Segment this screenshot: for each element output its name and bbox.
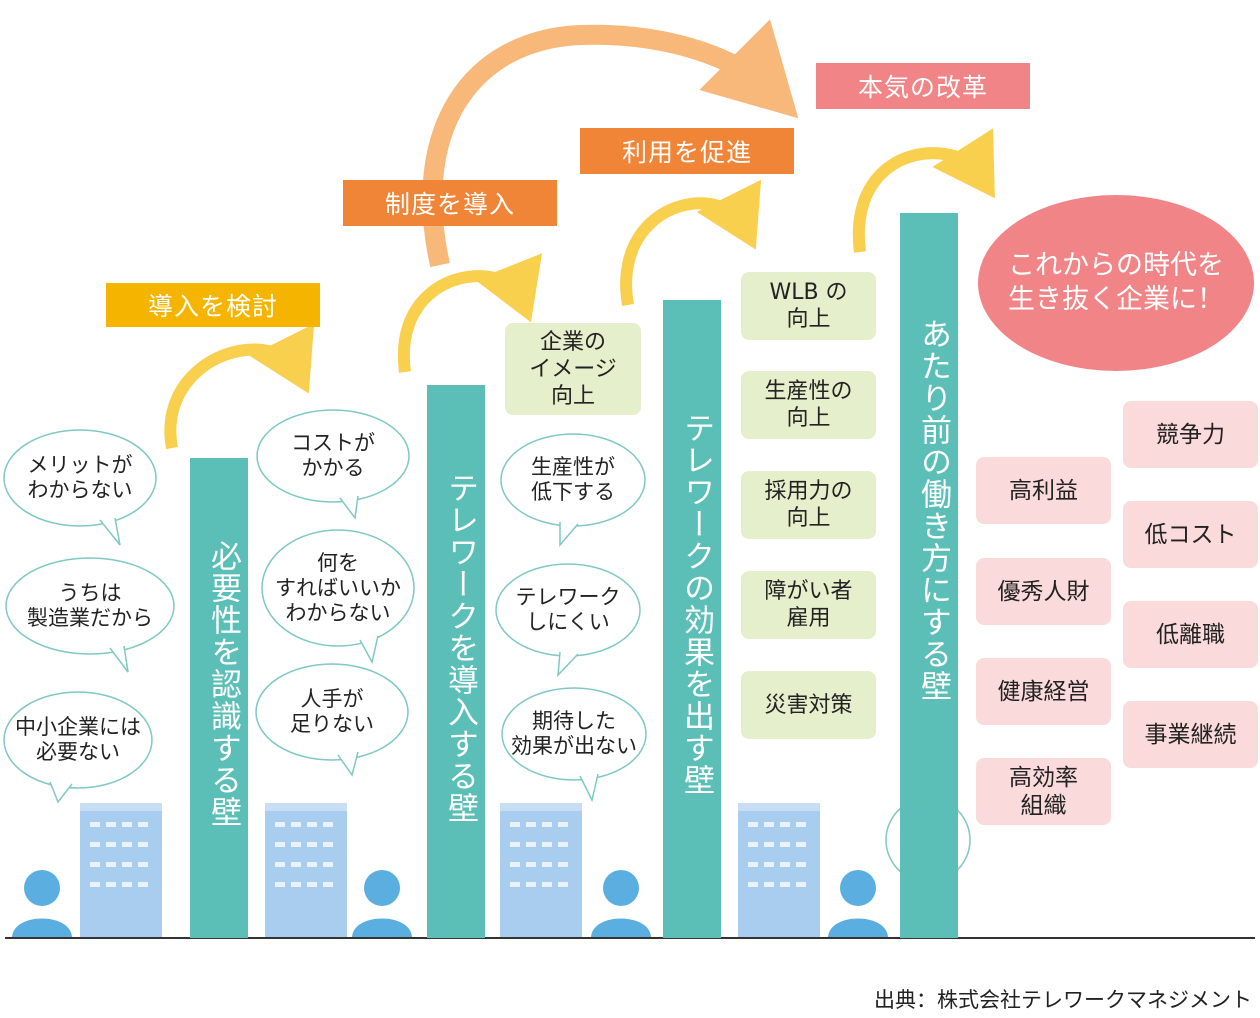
effect-box: 災害対策: [741, 671, 876, 739]
wall-label-2: テレワークを導入する壁: [442, 472, 478, 824]
bubble-text: 人手が 足りない: [290, 687, 374, 736]
effect-box: 企業の イメージ 向上: [505, 323, 641, 415]
yellow-arrow-1: [164, 323, 315, 450]
bubble-text: 期待した 効果が出ない: [511, 709, 637, 758]
benefit-box: 高利益: [976, 457, 1111, 524]
source-caption: 出典：株式会社テレワークマネジメント: [874, 988, 1252, 1012]
wall-label-3: テレワークの効果を出す壁: [678, 412, 714, 796]
bubble-text: コストが かかる: [291, 431, 375, 480]
bubble-text: テレワーク しにくい: [515, 585, 621, 634]
wall-bar-4: [900, 213, 958, 938]
wall-bar-1: [190, 458, 248, 938]
benefit-box: 低コスト: [1123, 501, 1258, 568]
tag-reform: 本気の改革: [816, 63, 1030, 109]
benefit-box: 低離職: [1123, 601, 1258, 668]
goal-text: これからの時代を 生き抜く企業に！: [1008, 250, 1224, 315]
person-icons: [12, 870, 888, 938]
bubble-text: うちは 製造業だから: [27, 581, 153, 630]
wall-label-1: 必要性を認識する壁: [205, 540, 241, 828]
wall-bar-3: [663, 300, 721, 938]
tag-promote: 利用を促進: [580, 128, 794, 174]
effect-box: WLB の 向上: [741, 272, 876, 340]
building-icons: [80, 803, 820, 938]
big-orange-arrow: [422, 19, 799, 268]
yellow-arrow-4: [852, 128, 995, 253]
bubble-text: 生産性が 低下する: [531, 455, 615, 504]
bubble-text: メリットが わからない: [27, 453, 133, 502]
effect-box: 生産性の 向上: [741, 371, 876, 439]
benefit-box: 高効率 組織: [976, 758, 1111, 825]
benefit-box: 優秀人財: [976, 558, 1111, 625]
effect-box: 採用力の 向上: [741, 471, 876, 539]
benefit-box: 競争力: [1123, 401, 1258, 468]
tag-consider: 導入を検討: [106, 283, 320, 327]
benefit-box: 事業継続: [1123, 701, 1258, 768]
bubble-text: 中小企業には 必要ない: [15, 715, 141, 764]
wall-bar-2: [427, 385, 485, 938]
wall-label-4: あたり前の働き方にする壁: [915, 318, 951, 702]
yellow-arrow-3: [620, 179, 762, 307]
yellow-arrow-2: [397, 253, 543, 373]
bubble-text: 何を すればいいか わからない: [275, 550, 401, 625]
benefit-box: 健康経営: [976, 658, 1111, 725]
tag-introduce: 制度を導入: [343, 180, 557, 226]
effect-box: 障がい者 雇用: [741, 571, 876, 639]
